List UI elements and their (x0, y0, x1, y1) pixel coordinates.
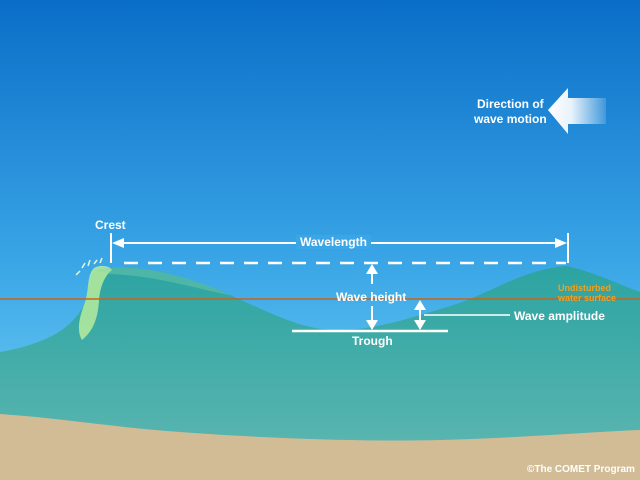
wave-amplitude-arrowhead-up (414, 300, 426, 310)
direction-arrow-icon (548, 88, 606, 134)
wave-amplitude-arrowhead-down (414, 320, 426, 330)
wave-height-arrowhead-down (366, 320, 378, 330)
direction-label-line1: Direction of (477, 97, 544, 111)
wave-height-label: Wave height (336, 290, 407, 304)
wavelength-arrowhead-left (112, 238, 124, 248)
wavelength-label: Wavelength (296, 235, 371, 249)
trough-label: Trough (352, 334, 393, 348)
seabed (0, 414, 640, 480)
crest-spray (75, 257, 103, 276)
wave-amplitude-label: Wave amplitude (514, 309, 605, 323)
wavelength-arrowhead-right (555, 238, 567, 248)
water-body (0, 266, 640, 480)
credit-text: ©The COMET Program (527, 464, 635, 475)
crest-label: Crest (95, 218, 126, 232)
crest-texture (96, 267, 230, 295)
undisturbed-surface-label: Undisturbed water surface (558, 283, 616, 303)
undisturbed-label-line2: water surface (558, 293, 617, 303)
crest-foam (78, 265, 112, 340)
direction-label: Direction of wave motion (474, 97, 547, 127)
undisturbed-label-line1: Undisturbed (558, 283, 611, 293)
direction-label-line2: wave motion (474, 112, 547, 126)
wave-height-arrowhead-up (366, 264, 378, 274)
